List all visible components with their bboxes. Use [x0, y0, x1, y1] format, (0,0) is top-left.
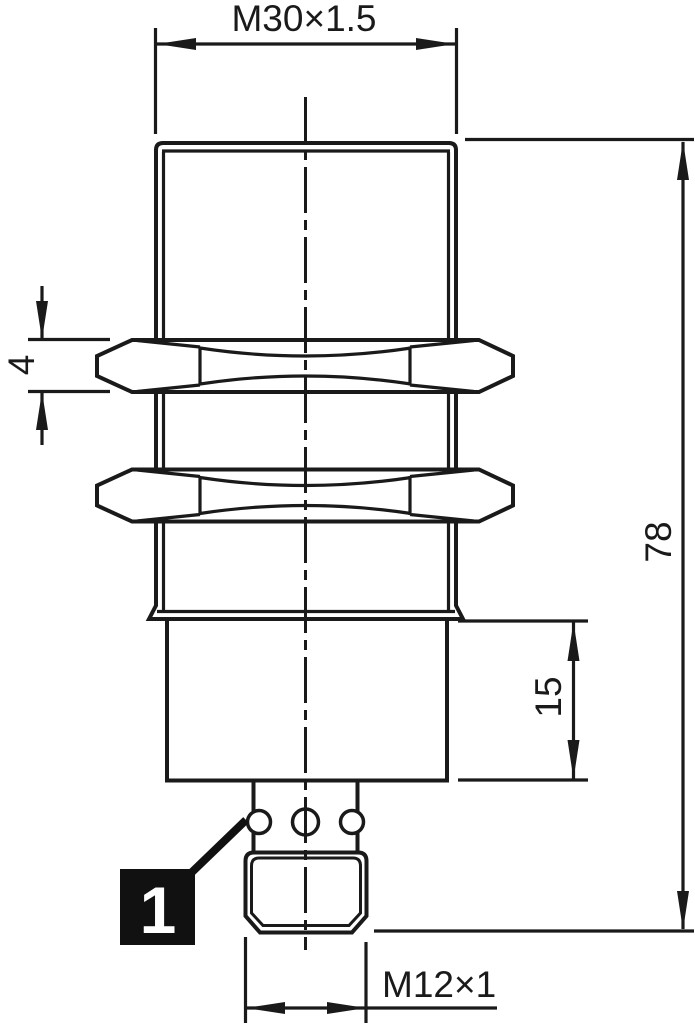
led-window-right	[338, 808, 366, 836]
arrow-up	[36, 391, 48, 430]
arrow-right	[416, 38, 455, 50]
dimension-top-thread: M30×1.5	[153, 0, 459, 134]
arrow-up	[567, 622, 580, 661]
callout-led: 1	[120, 817, 249, 947]
callout-leader-line	[187, 817, 249, 877]
arrow-left	[246, 1002, 285, 1014]
dimension-connector-thread: M12×1	[243, 937, 497, 1023]
label-housing-length: 15	[528, 676, 569, 717]
callout-number: 1	[140, 873, 177, 947]
arrow-down	[36, 301, 48, 340]
arrow-right	[327, 1002, 366, 1014]
arrow-left	[157, 38, 196, 50]
arrow-down	[677, 891, 689, 930]
led-window-left	[245, 808, 273, 836]
arrow-down	[567, 740, 580, 779]
label-connector-thread: M12×1	[382, 964, 496, 1005]
dimension-nut-thickness: 4	[1, 286, 110, 445]
arrow-up	[677, 141, 689, 180]
label-overall-length: 78	[638, 521, 679, 562]
dimension-overall-length: 78	[374, 137, 694, 933]
callout-box	[120, 869, 195, 945]
label-nut-thickness: 4	[1, 355, 42, 376]
dimension-housing-length: 15	[458, 619, 588, 782]
label-top-thread: M30×1.5	[231, 0, 376, 39]
m12-connector-inner	[250, 856, 362, 927]
